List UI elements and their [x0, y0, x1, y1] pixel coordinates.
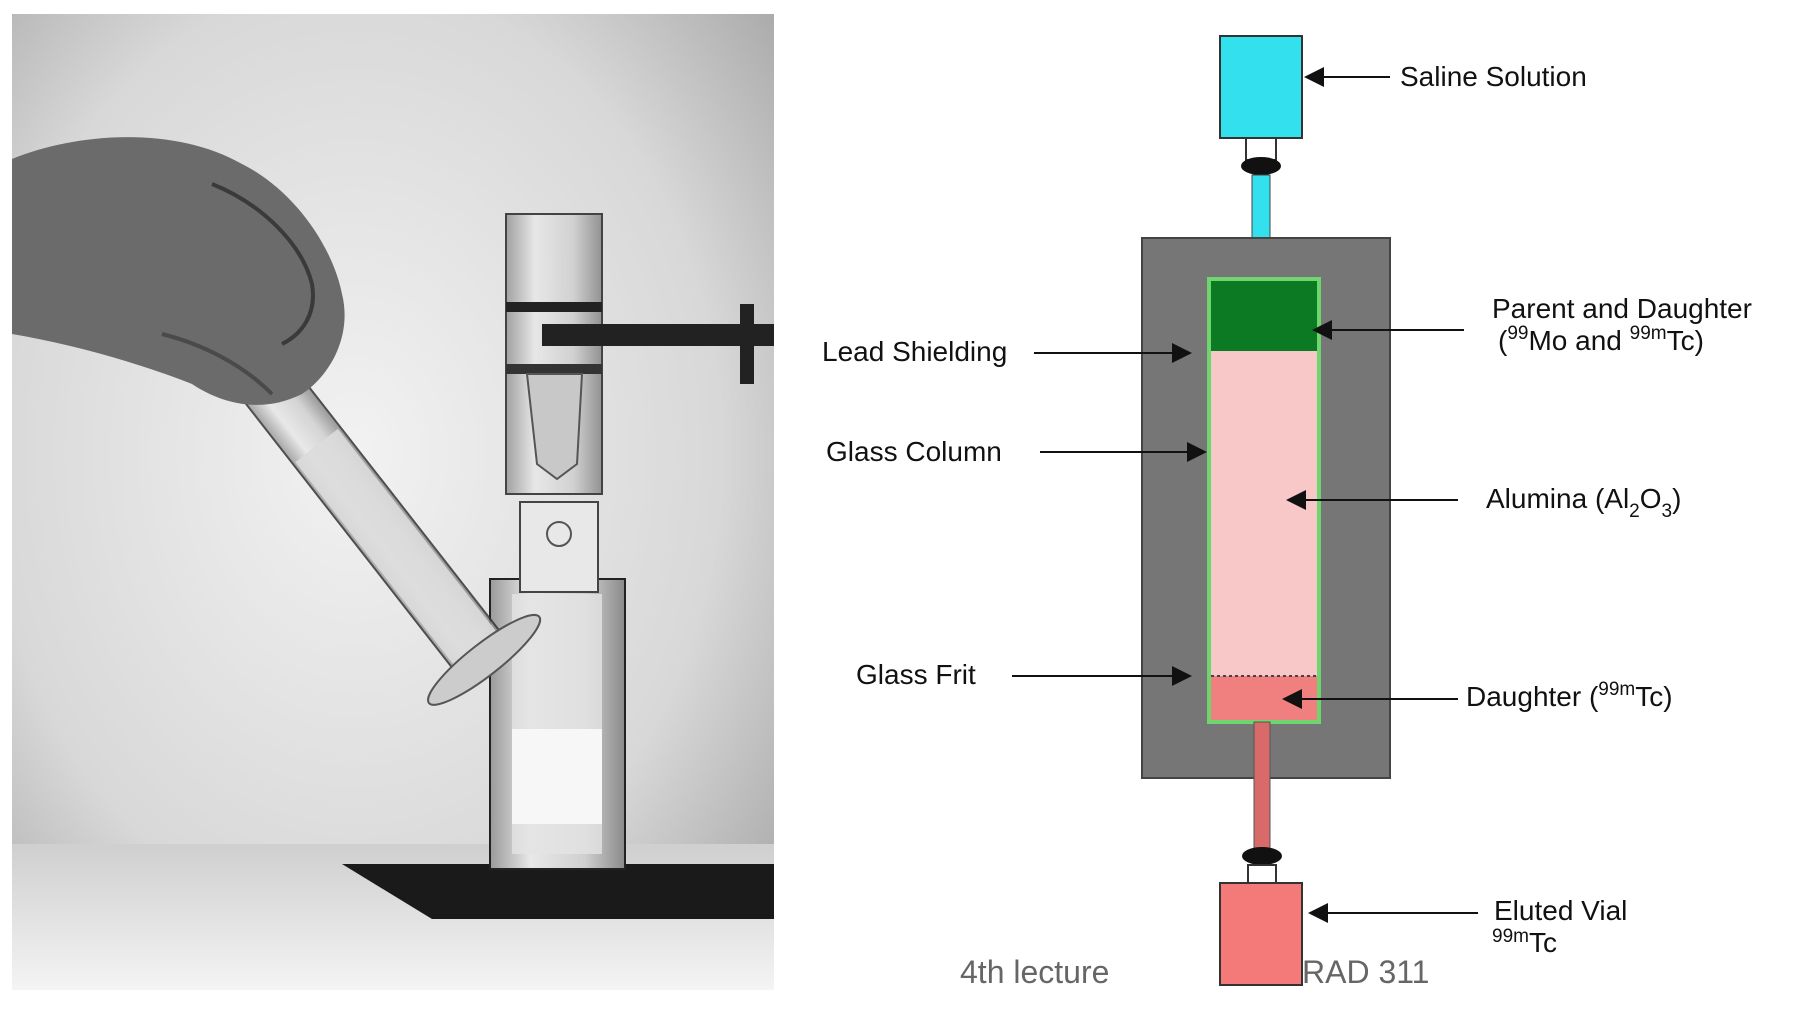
footer-lecture: 4th lecture — [960, 954, 1109, 990]
generator-photo — [12, 14, 774, 990]
saline-neck — [1246, 138, 1276, 160]
saline-cap — [1241, 157, 1281, 175]
label-daughter: Daughter (99mTc) — [1466, 679, 1673, 712]
label-lead-shielding: Lead Shielding — [822, 336, 1007, 367]
vial-cap — [1242, 847, 1282, 865]
saline-bottle — [1220, 36, 1302, 138]
label-glass-frit: Glass Frit — [856, 659, 976, 690]
footer-course: RAD 311 — [1302, 954, 1429, 990]
parent-daughter-layer — [1211, 281, 1317, 351]
label-glass-column: Glass Column — [826, 436, 1002, 467]
generator-photo-icon — [12, 14, 774, 990]
label-parent-daughter-line1: Parent and Daughter — [1492, 293, 1752, 324]
generator-diagram: Saline Solution Lead Shielding Glass Col… — [822, 0, 1793, 1032]
generator-diagram-svg: Saline Solution Lead Shielding Glass Col… — [822, 0, 1793, 1032]
alumina-layer — [1211, 351, 1317, 676]
eluted-vial — [1220, 883, 1302, 985]
label-alumina: Alumina (Al2O3) — [1486, 483, 1681, 522]
vial-neck — [1248, 865, 1276, 883]
outlet-tube — [1254, 722, 1270, 852]
label-saline-solution: Saline Solution — [1400, 61, 1587, 92]
label-parent-daughter-line2: (99Mo and 99mTc) — [1498, 323, 1704, 356]
label-eluted-tc: 99mTc — [1492, 926, 1557, 958]
label-eluted-vial: Eluted Vial — [1494, 895, 1627, 926]
